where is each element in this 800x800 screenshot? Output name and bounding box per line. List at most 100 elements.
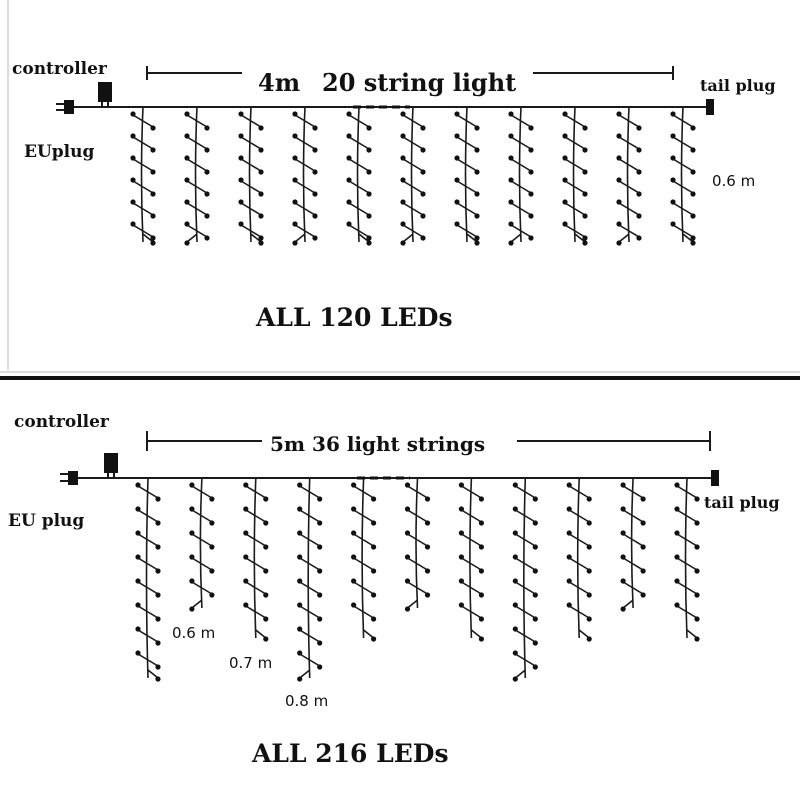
led-wire xyxy=(191,509,203,517)
led-bulb xyxy=(258,191,264,197)
led-bulb xyxy=(263,568,269,574)
led-wire xyxy=(147,669,159,679)
led-wire xyxy=(348,136,360,144)
led-wire xyxy=(402,233,414,243)
led-bulb xyxy=(690,235,696,241)
bottom-input-plug-label: EU plug xyxy=(8,511,84,531)
string-drop xyxy=(184,106,210,246)
led-wire xyxy=(456,158,468,166)
led-wire xyxy=(147,491,159,499)
led-wire xyxy=(672,136,684,144)
led-bulb xyxy=(532,592,538,598)
string-drop xyxy=(616,106,642,246)
string-drop xyxy=(674,477,700,642)
led-bulb xyxy=(346,111,352,117)
drop-cable xyxy=(307,477,311,679)
string-drop xyxy=(454,106,480,246)
led-wire xyxy=(417,491,428,499)
top-drop-label: 0.6 m xyxy=(712,172,755,190)
led-bulb xyxy=(317,616,323,622)
led-bulb xyxy=(586,636,592,642)
led-bulb xyxy=(135,506,141,512)
led-bulb xyxy=(424,520,431,526)
led-wire xyxy=(250,233,262,243)
led-wire xyxy=(348,158,360,166)
led-bulb xyxy=(528,191,534,197)
led-bulb xyxy=(184,199,190,205)
led-wire xyxy=(353,557,365,565)
led-bulb xyxy=(478,616,484,622)
led-wire xyxy=(201,539,213,547)
led-bulb xyxy=(508,155,514,161)
led-wire xyxy=(294,136,306,144)
led-bulb xyxy=(694,544,700,550)
led-wire xyxy=(466,186,478,194)
led-wire xyxy=(348,114,360,122)
led-bulb xyxy=(209,520,215,526)
led-bulb xyxy=(508,111,514,117)
led-wire xyxy=(682,233,694,243)
top-panel: controller EUplug tail plug 4m 20 string… xyxy=(12,59,776,332)
led-wire xyxy=(348,202,360,210)
led-wire xyxy=(358,142,370,150)
led-wire xyxy=(514,557,526,565)
led-bulb xyxy=(454,221,460,227)
led-wire xyxy=(402,180,414,188)
led-wire xyxy=(412,230,424,238)
led-wire xyxy=(632,515,644,523)
led-bulb xyxy=(371,636,377,642)
led-bulb xyxy=(189,606,195,612)
led-bulb xyxy=(478,592,484,598)
led-wire xyxy=(407,557,418,565)
string-drop xyxy=(130,106,156,246)
led-wire xyxy=(255,587,267,595)
led-bulb xyxy=(366,213,372,219)
led-wire xyxy=(622,533,634,541)
led-bulb xyxy=(292,221,298,227)
led-bulb xyxy=(532,664,538,670)
led-wire xyxy=(132,158,144,166)
led-bulb xyxy=(404,482,411,488)
led-bulb xyxy=(155,616,161,622)
led-wire xyxy=(255,629,267,639)
led-wire xyxy=(628,208,640,216)
led-wire xyxy=(682,208,694,216)
led-bulb xyxy=(400,240,406,246)
led-bulb xyxy=(292,155,298,161)
led-wire xyxy=(142,142,154,150)
led-bulb xyxy=(512,554,518,560)
led-wire xyxy=(186,233,198,243)
string-drop xyxy=(292,106,318,246)
led-wire xyxy=(564,136,576,144)
led-bulb xyxy=(346,155,352,161)
led-wire xyxy=(196,230,208,238)
led-bulb xyxy=(263,636,269,642)
led-bulb xyxy=(130,177,136,183)
led-wire xyxy=(304,142,316,150)
led-wire xyxy=(309,635,321,643)
led-bulb xyxy=(243,602,249,608)
led-wire xyxy=(250,208,262,216)
led-bulb xyxy=(694,616,700,622)
led-bulb xyxy=(130,155,136,161)
led-wire xyxy=(191,485,203,493)
led-wire xyxy=(299,533,311,541)
led-wire xyxy=(132,136,144,144)
led-bulb xyxy=(424,592,431,598)
led-wire xyxy=(309,491,321,499)
led-bulb xyxy=(532,640,538,646)
led-wire xyxy=(299,485,311,493)
led-wire xyxy=(632,587,644,595)
led-bulb xyxy=(184,221,190,227)
led-bulb xyxy=(297,676,303,682)
top-total-label: ALL 120 LEDs xyxy=(255,303,453,332)
led-bulb xyxy=(670,111,676,117)
led-bulb xyxy=(238,133,244,139)
led-bulb xyxy=(317,592,323,598)
led-wire xyxy=(514,653,526,661)
led-bulb xyxy=(458,530,464,536)
led-wire xyxy=(574,120,586,128)
led-bulb xyxy=(674,530,680,536)
string-drop xyxy=(400,106,426,246)
